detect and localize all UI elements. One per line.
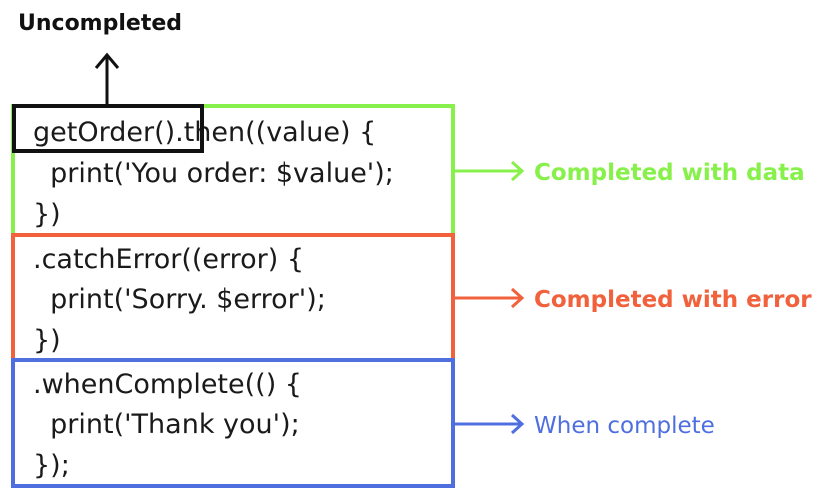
arrow-when-complete [455, 413, 525, 435]
code-line: print('Thank you'); [33, 409, 300, 440]
code-line: }) [33, 325, 61, 356]
label-completed-with-error: Completed with error [534, 287, 812, 313]
block-completed-with-error: .catchError((error) { print('Sorry. $err… [11, 233, 455, 362]
code-line: getOrder().then((value) { [33, 117, 376, 148]
block-when-complete: .whenComplete(() { print('Thank you'); }… [11, 358, 455, 488]
block-completed-with-data: getOrder().then((value) { print('You ord… [11, 104, 455, 237]
uncompleted-arrow [94, 52, 120, 104]
arrow-completed-with-data [455, 160, 525, 182]
label-when-complete: When complete [534, 413, 715, 439]
code-line: }) [33, 199, 61, 230]
uncompleted-label: Uncompleted [18, 11, 182, 36]
arrow-completed-with-error [455, 287, 525, 309]
code-line: print('You order: $value'); [33, 158, 394, 189]
blue-box [11, 358, 455, 488]
code-line: }); [33, 450, 70, 481]
getorder-highlight-box [12, 104, 204, 153]
code-line: .catchError((error) { [33, 244, 304, 275]
label-completed-with-data: Completed with data [534, 160, 805, 186]
code-line: .whenComplete(() { [33, 369, 302, 400]
code-line: print('Sorry. $error'); [33, 284, 326, 315]
